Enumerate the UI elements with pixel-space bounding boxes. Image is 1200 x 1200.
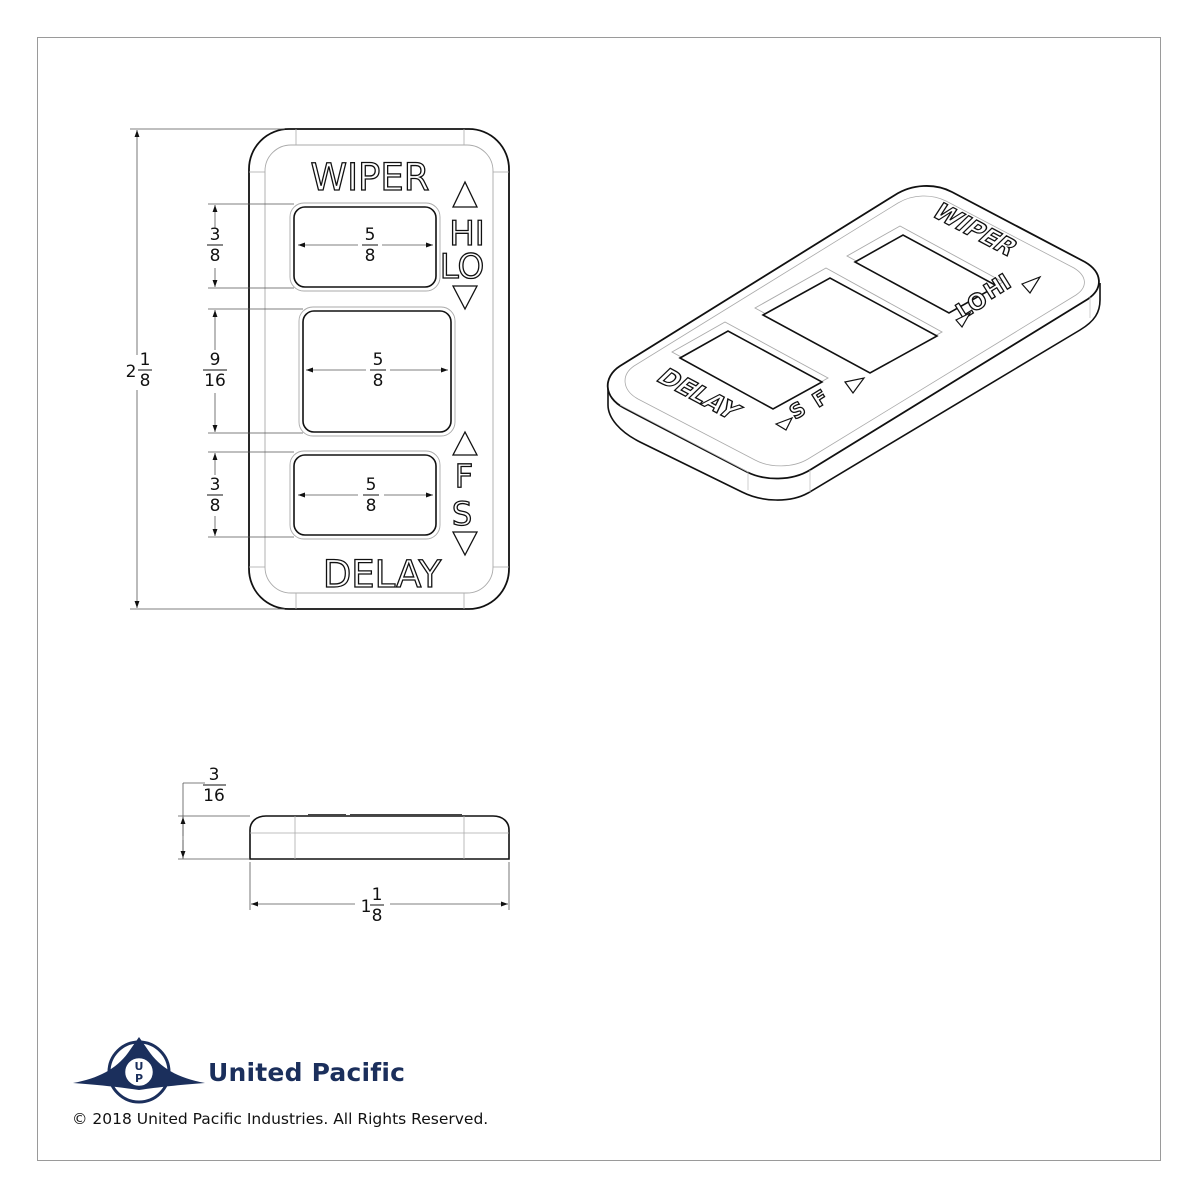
s-label: S bbox=[452, 495, 472, 533]
united-pacific-logo-icon: U P bbox=[73, 1037, 205, 1104]
brand-name: United Pacific bbox=[208, 1058, 406, 1087]
iso-cutout-top bbox=[853, 234, 999, 314]
dim-text: 8 bbox=[373, 371, 384, 391]
dim-text: 3 bbox=[210, 475, 221, 495]
svg-text:P: P bbox=[135, 1072, 143, 1085]
wiper-label: WIPER bbox=[311, 156, 430, 199]
front-view: WIPER DELAY HI LO F S 5 8 5 8 5 8 bbox=[126, 128, 510, 610]
side-outline bbox=[249, 815, 510, 860]
dim-text: 9 bbox=[210, 350, 221, 370]
top-cutout bbox=[293, 206, 437, 288]
dim-text: 5 bbox=[373, 350, 384, 370]
dim-text: 8 bbox=[210, 246, 221, 266]
up-arrow-icon bbox=[451, 430, 479, 456]
down-arrow-icon bbox=[955, 311, 972, 329]
copyright-text: © 2018 United Pacific Industries. All Ri… bbox=[72, 1110, 489, 1128]
dim-text: 8 bbox=[365, 246, 376, 266]
up-arrow-icon bbox=[1020, 275, 1042, 294]
dim-text: 1 bbox=[140, 350, 151, 370]
dim-text: 5 bbox=[365, 225, 376, 245]
side-view: 3 16 1 1 8 bbox=[178, 765, 510, 926]
dim-text: 8 bbox=[210, 496, 221, 516]
middle-cutout bbox=[302, 310, 452, 433]
hi-label: HI bbox=[449, 214, 485, 254]
up-arrow-icon bbox=[843, 377, 866, 395]
dim-text: 3 bbox=[209, 765, 220, 785]
dim-text: 8 bbox=[372, 906, 383, 926]
dim-text: 1 bbox=[361, 897, 372, 917]
dim-text: 16 bbox=[204, 371, 226, 391]
down-arrow-icon bbox=[451, 285, 479, 311]
svg-text:U: U bbox=[135, 1060, 144, 1073]
down-arrow-icon bbox=[451, 531, 479, 557]
f-label: F bbox=[455, 457, 473, 495]
lo-label: LO bbox=[440, 247, 485, 287]
dim-text: 16 bbox=[203, 786, 225, 806]
dim-text: 8 bbox=[140, 371, 151, 391]
iso-cutout-bottom bbox=[678, 330, 824, 410]
dim-text: 8 bbox=[366, 496, 377, 516]
isometric-view: WIPER DELAY HI LO F S bbox=[606, 185, 1101, 501]
dim-text: 3 bbox=[210, 225, 221, 245]
drawing-frame bbox=[37, 37, 1161, 1161]
down-arrow-icon bbox=[774, 416, 794, 431]
dim-text: 2 bbox=[126, 362, 137, 382]
iso-cutout-middle bbox=[761, 277, 939, 374]
dim-text: 1 bbox=[372, 885, 383, 905]
up-arrow-icon bbox=[451, 180, 479, 208]
delay-label: DELAY bbox=[323, 553, 442, 596]
dim-text: 5 bbox=[366, 475, 377, 495]
